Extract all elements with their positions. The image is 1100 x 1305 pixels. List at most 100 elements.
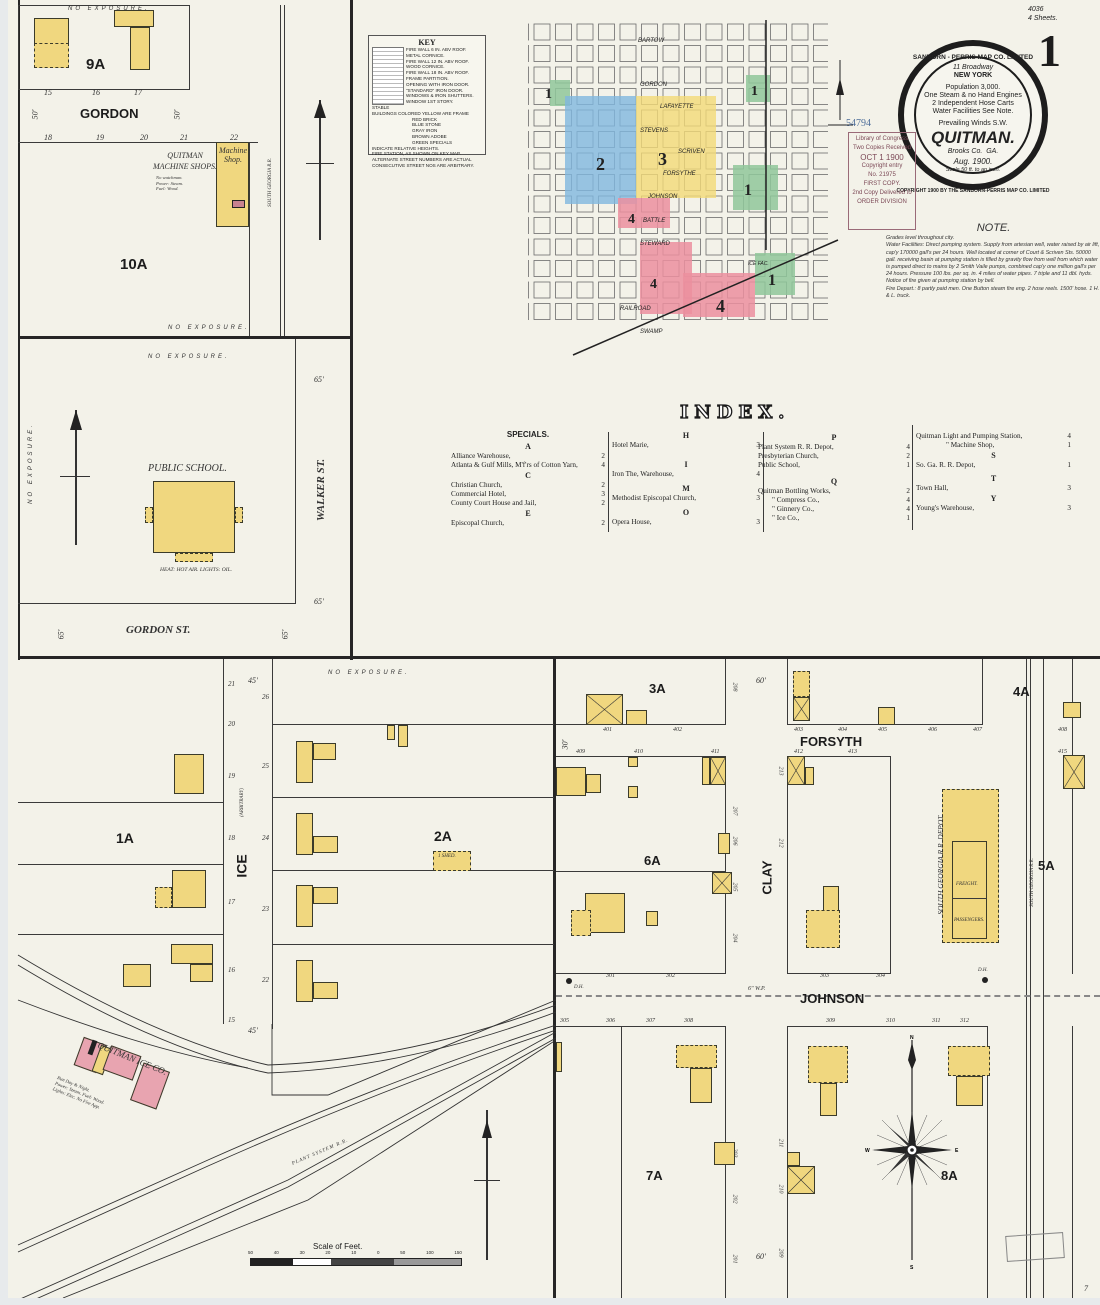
lot-line (556, 871, 726, 872)
index-column-2: H Hotel Marie,3 I Iron The, Warehouse,4 … (612, 430, 760, 527)
entry-name: " Machine Shop, (946, 441, 995, 449)
note-line: Fire Depart.: 8 partly paid men. One But… (886, 285, 1100, 299)
street-label-ice: ICE (233, 854, 250, 878)
scale-tick: 50 (248, 1250, 254, 1255)
index-column-1: SPECIALS. A Alliance Warehouse,2 Atlanta… (451, 430, 605, 528)
key-line: RED BRICK (412, 116, 438, 122)
bottom-right-mark: 7 (1084, 1284, 1088, 1293)
dwelling-wing (571, 910, 591, 936)
note-line: Water Facilities: Direct pumping system.… (886, 242, 1100, 285)
railroad-tracks (17, 954, 556, 1298)
boiler-icon (232, 200, 245, 208)
map-sheet: NO EXPOSURE. 9A 15 16 17 GORDON 50' 50' … (8, 0, 1100, 1298)
copyright-line: COPYRIGHT 1900 BY THE SANBORN-PERRIS MAP… (896, 188, 1050, 194)
house-number: 312 (960, 1018, 969, 1024)
stamp-line: Copyright entry (861, 163, 903, 169)
school-porch (235, 507, 243, 523)
entry-name: Plant System R. R. Depot, (758, 443, 834, 451)
railroad-track (1043, 659, 1044, 1298)
street-width: 60' (756, 676, 766, 685)
south-georgia-depot-building (952, 841, 987, 939)
key-line: CONSECUTIVE STREET NOS ARE ARBITRARY. (372, 162, 475, 168)
scale-tick: 100 (426, 1250, 434, 1255)
house-number: 210 (777, 1184, 784, 1194)
key-line: ALTERNATE STREET NUMBERS ARE ACTUAL (372, 157, 472, 163)
dwelling-building (948, 1046, 990, 1076)
street-note: (ARBITRARY) (239, 788, 245, 817)
school-porch (175, 553, 213, 562)
outbuilding (398, 725, 408, 747)
scale-tick: 150 (454, 1250, 462, 1255)
sheet-number: 1 (1038, 25, 1061, 76)
entry-name: " Compress Co., (772, 496, 820, 504)
lot-line (1072, 659, 1073, 974)
frame-divider-left-mid (18, 336, 352, 339)
svg-text:N: N (910, 1035, 914, 1041)
house-number: 308 (684, 1018, 693, 1024)
shed-building (626, 710, 647, 725)
house-number: 404 (838, 727, 847, 733)
house-number: 20 (140, 133, 148, 142)
house-number: 311 (932, 1018, 941, 1024)
index-title: INDEX. (679, 401, 791, 423)
seal-county: Brooks Co. (947, 148, 983, 155)
index-entry: Town Hall,3 (916, 484, 1071, 493)
shed-label: 1 SHED. (438, 854, 456, 859)
key-line: FIRE WALL 18 IN. ABV ROOF. (406, 70, 469, 76)
index-letter: I (684, 460, 688, 469)
accession-number: 54794 (846, 118, 871, 129)
svg-text:E: E (955, 1148, 959, 1154)
svg-text:1: 1 (744, 182, 752, 199)
lot-line (272, 944, 554, 945)
stable-building (586, 694, 623, 725)
entry-name: Atlanta & Gulf Mills, M'f'rs of Cotton Y… (451, 461, 578, 469)
street-label-clay: CLAY (759, 860, 775, 895)
index-entry: " Machine Shop,1 (916, 441, 1071, 450)
no-exposure-label: NO EXPOSURE. (27, 422, 34, 504)
seal-water: Water Facilities See Note. (932, 108, 1014, 115)
water-pipe-label: 6" W.P. (748, 986, 766, 992)
key-line: WINDOWS & IRON SHUTTERS. (406, 93, 474, 99)
scale-tick: 50 (400, 1250, 406, 1255)
svg-text:4: 4 (716, 296, 725, 316)
library-stamp (1005, 1232, 1065, 1262)
lot-number: 20 (228, 720, 235, 728)
index-entry: Methodist Episcopal Church,3 (612, 494, 760, 503)
lot-number: 15 (228, 1016, 235, 1024)
entry-sheet: 3 (756, 441, 760, 449)
railroad-track (280, 5, 281, 336)
school-porch (145, 507, 153, 523)
key-line: WOOD CORNICE. (406, 64, 445, 70)
house-number: 16 (92, 88, 100, 97)
dwelling-building (714, 1142, 735, 1165)
svg-text:S: S (910, 1265, 914, 1270)
entry-name: Christian Church, (451, 481, 503, 489)
house-number: 303 (820, 973, 829, 979)
dwelling-wing (34, 43, 69, 68)
lot-number: 16 (228, 966, 235, 974)
house-number: 22 (230, 133, 238, 142)
entry-name: Alliance Warehouse, (451, 452, 511, 460)
house-number: 305 (560, 1018, 569, 1024)
block-label-8a: 8A (941, 1168, 958, 1183)
entry-name: Quitman Light and Pumping Station, (916, 432, 1023, 440)
seal-engines: One Steam & no Hand Engines (924, 92, 1022, 99)
street-label-johnson: JOHNSON (800, 991, 865, 1006)
entry-name: Episcopal Church, (451, 519, 505, 527)
entry-name: " Ice Co., (772, 514, 800, 522)
svg-text:RAILROAD: RAILROAD (620, 306, 651, 312)
street-width: 45' (248, 676, 258, 685)
seal-state: GA. (986, 148, 999, 155)
house-number: 211 (777, 1138, 784, 1148)
svg-text:GORDON: GORDON (640, 82, 668, 88)
house-number: 307 (646, 1018, 655, 1024)
index-letter: C (525, 471, 531, 480)
entry-name: Opera House, (612, 518, 652, 526)
index-entry: Young's Warehouse,3 (916, 504, 1071, 513)
street-width: 65' (314, 597, 324, 606)
key-line: BROWN ADOBE (412, 133, 447, 139)
hydrant-icon (982, 977, 988, 983)
scale-ticks: 50 40 30 20 10 0 50 100 150 (248, 1250, 462, 1255)
dwelling-wing (190, 964, 213, 982)
dwelling-wing (313, 982, 338, 999)
